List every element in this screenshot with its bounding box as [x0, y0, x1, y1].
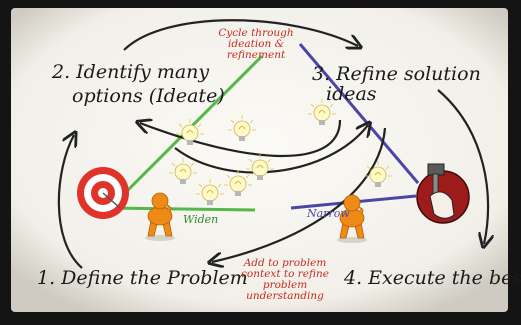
purple-narrow-line — [298, 43, 420, 184]
label-narrow: Narrow — [307, 207, 350, 220]
target-icon — [77, 167, 129, 219]
label-widen: Widen — [183, 213, 219, 226]
arrow-center-loop — [174, 125, 368, 174]
step-execute: 4. Execute the best — [344, 267, 521, 289]
arrow-left-loop — [57, 135, 83, 269]
arrow-top-cycle — [123, 19, 358, 51]
step-identify-line1: 2. Identify many — [52, 61, 210, 83]
green-widen-base — [109, 206, 256, 212]
step-define: 1. Define the Problem — [37, 267, 248, 289]
annotation-cycle: Cycle through ideation & refinement — [218, 27, 294, 61]
step-refine-line2: ideas — [326, 83, 377, 105]
step-identify-line2: options (Ideate) — [72, 85, 225, 107]
step-refine-line1: 3. Refine solution — [312, 63, 481, 85]
hammer-fist-icon — [416, 163, 470, 224]
arrow-to-execute — [437, 89, 488, 244]
arrow-mid-cycle — [140, 120, 342, 158]
arrow-back-to-define — [212, 127, 387, 262]
annotation-add-context: Add to problem context to refine problem… — [241, 257, 329, 302]
